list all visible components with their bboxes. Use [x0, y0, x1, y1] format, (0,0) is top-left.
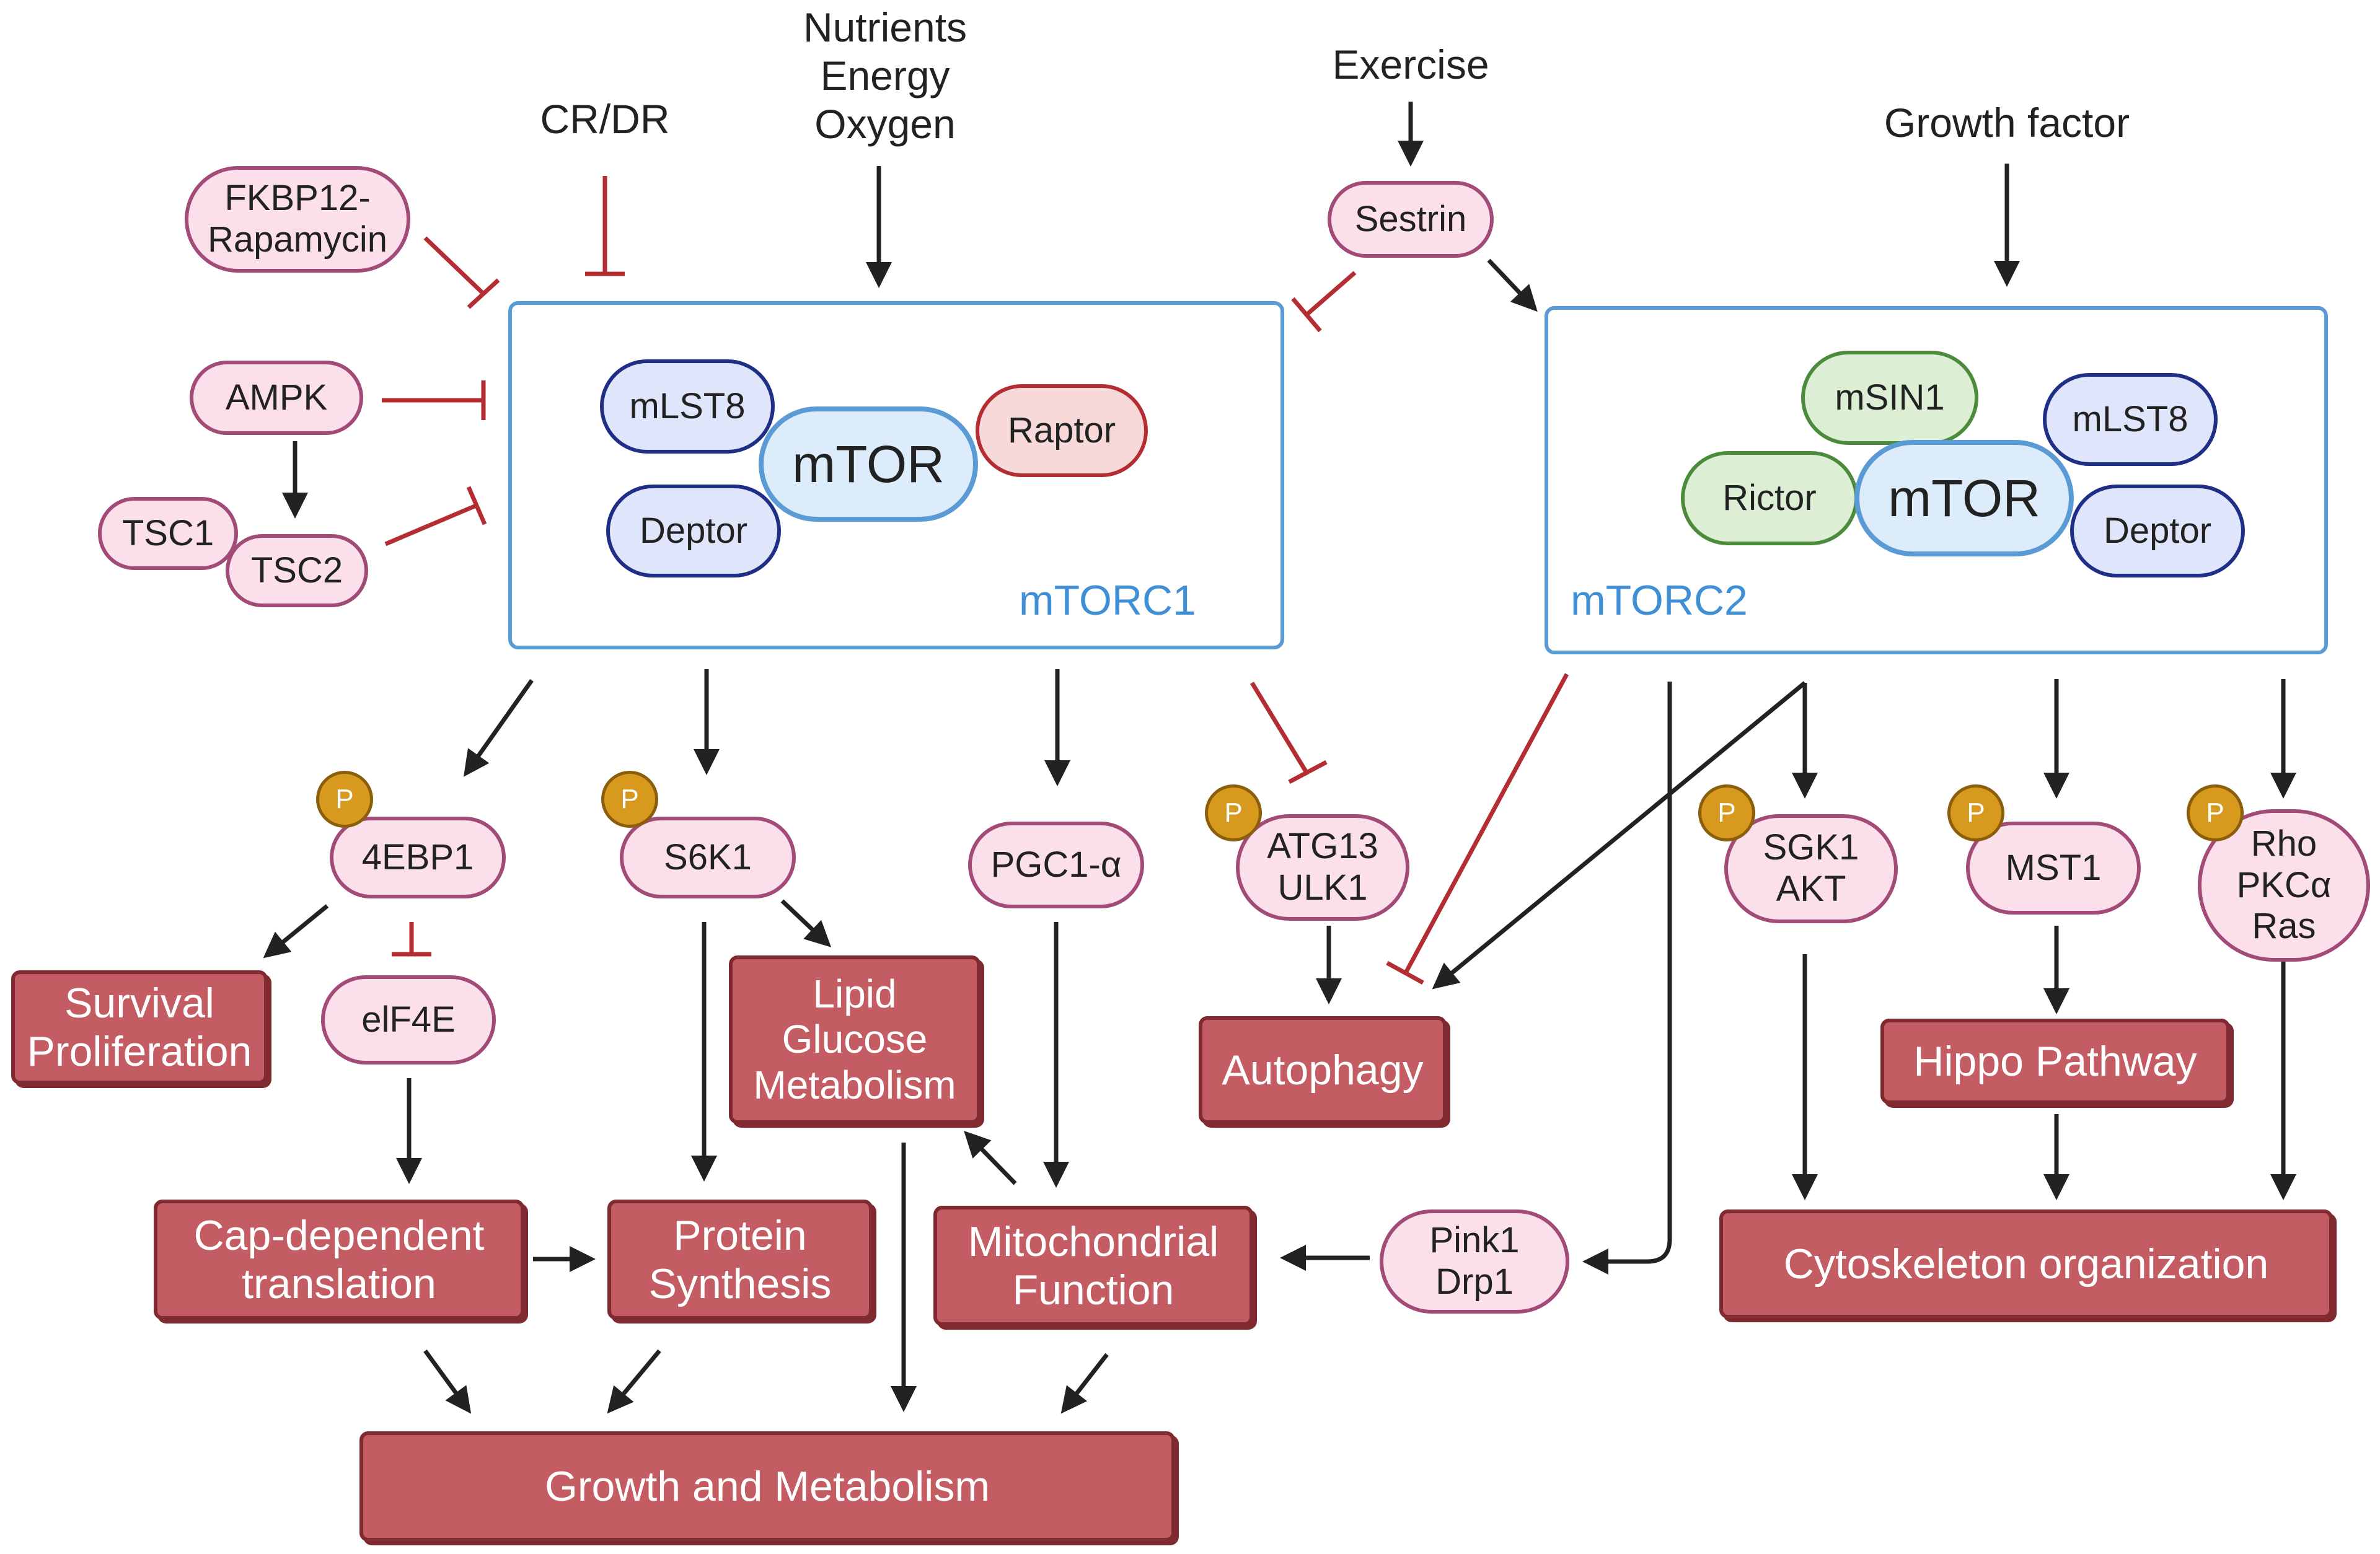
phospho-rho: P: [2187, 784, 2244, 841]
ampk-node: AMPK: [190, 361, 363, 435]
inhibit-tsc2-mtorc1-bar: [466, 486, 487, 525]
arrow-sestrin-mtorc2: [1487, 258, 1538, 312]
fkbp12-rapamycin-node: FKBP12- Rapamycin: [185, 166, 410, 273]
inhibit-tsc2-mtorc1: [384, 503, 477, 547]
inhibit-mtorc2-autophagy: [1403, 673, 1569, 974]
s6k1-node: S6K1: [620, 817, 796, 898]
outcome-cap-dependent-translation: Cap-dependent translation: [154, 1200, 524, 1320]
4ebp1-node: 4EBP1: [330, 817, 506, 898]
mtorc2-deptor: Deptor: [2070, 485, 2245, 577]
inhibit-fkbp12-mtorc1: [423, 236, 485, 296]
inhibit-mtorc1-atg13: [1250, 682, 1310, 776]
outcome-cytoskeleton-organization: Cytoskeleton organization: [1719, 1209, 2333, 1319]
phospho-atg13: P: [1205, 784, 1262, 841]
mtorc2-label: mTORC2: [1571, 577, 1748, 624]
arrow-mtorc2-pink1: [1582, 682, 1672, 1275]
phospho-mst1: P: [1947, 784, 2004, 841]
arrow-mtorc1-4ebp1: [463, 678, 534, 777]
outcome-growth-and-metabolism: Growth and Metabolism: [359, 1431, 1175, 1542]
outcome-protein-synthesis: Protein Synthesis: [607, 1200, 873, 1320]
input-growth-factor: Growth factor: [1884, 100, 2130, 146]
tsc1-node: TSC1: [98, 497, 238, 570]
rho-pkca-ras-node: Rho PKCα Ras: [2198, 809, 2370, 962]
arrow-mito-lipid: [964, 1130, 1017, 1185]
atg13-ulk1-node: ATG13 ULK1: [1236, 814, 1409, 921]
pink1-drp1-node: Pink1 Drp1: [1380, 1209, 1569, 1314]
outcome-lipid-glucose-metabolism: Lipid Glucose Metabolism: [729, 955, 981, 1124]
outcome-autophagy: Autophagy: [1199, 1016, 1447, 1124]
input-cr-dr: CR/DR: [540, 96, 670, 142]
mtorc1-deptor: Deptor: [606, 485, 781, 577]
inhibit-mtorc2-autophagy-bar: [1386, 960, 1424, 985]
outcome-mitochondrial-function: Mitochondrial Function: [933, 1206, 1253, 1326]
arrow-mito-growth: [1060, 1353, 1109, 1414]
mtorc1-raptor: Raptor: [976, 384, 1148, 477]
activation-arrows: [263, 102, 2296, 1414]
pgc1a-node: PGC1-α: [968, 822, 1144, 908]
inhibition-lines: [382, 176, 1569, 985]
outcome-survival-proliferation: Survival Proliferation: [11, 970, 268, 1084]
arrow-mtorc2-autophagy: [1432, 681, 1807, 990]
input-exercise: Exercise: [1332, 42, 1489, 87]
arrow-cap-growth: [423, 1349, 472, 1414]
inhibit-sestrin-mtorc1: [1305, 271, 1357, 317]
phospho-s6k1: P: [601, 771, 658, 828]
inhibit-fkbp12-mtorc1-bar: [467, 278, 500, 309]
input-nutrients-energy-oxygen: Nutrients Energy Oxygen: [803, 4, 967, 147]
mtorc1-mtor: mTOR: [759, 406, 978, 522]
mtorc1-label: mTORC1: [1019, 577, 1196, 624]
phospho-4ebp1: P: [316, 771, 373, 828]
outcome-hippo-pathway: Hippo Pathway: [1880, 1019, 2230, 1104]
inhibit-sestrin-mtorc1-bar: [1291, 297, 1322, 333]
eif4e-node: elF4E: [321, 975, 496, 1065]
sestrin-node: Sestrin: [1328, 181, 1494, 258]
mtorc2-mlst8: mLST8: [2043, 373, 2218, 466]
arrow-4ebp1-survival: [263, 904, 329, 959]
sgk1-akt-node: SGK1 AKT: [1724, 814, 1898, 923]
mtorc2-rictor: Rictor: [1681, 451, 1858, 545]
mtorc2-msin1: mSIN1: [1801, 351, 1978, 445]
arrow-protein-growth: [607, 1349, 661, 1414]
tsc2-node: TSC2: [226, 534, 368, 607]
arrow-s6k1-lipid: [780, 899, 832, 947]
phospho-sgk1: P: [1698, 784, 1755, 841]
mtorc2-mtor: mTOR: [1854, 440, 2074, 556]
inhibit-mtorc1-atg13-bar: [1288, 760, 1328, 784]
mtorc1-mlst8: mLST8: [600, 359, 775, 454]
mst1-node: MST1: [1966, 822, 2141, 915]
